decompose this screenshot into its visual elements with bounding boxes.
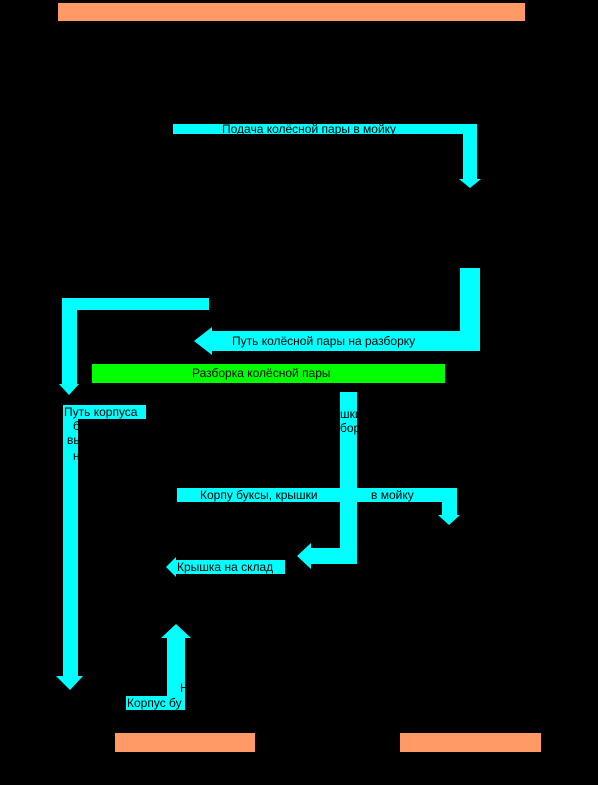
left-label-bg — [63, 405, 146, 419]
label-housing-cover-right: в мойку — [371, 488, 414, 502]
arrow-housing-cover-left — [177, 488, 340, 502]
arrow-left-down — [56, 420, 83, 690]
label-cover-to-storage: Крышка на склад — [177, 560, 273, 574]
arrow-cover-to-storage — [166, 557, 285, 577]
label-housing-fragment-1: Н — [180, 681, 189, 695]
label-path-to-disassembly: Путь колёсной пары на разборку — [232, 334, 415, 348]
arrow-feed-to-wash — [173, 124, 481, 188]
cover-fragment-bg — [340, 405, 357, 435]
housing-label-bg — [126, 696, 185, 710]
arrow-housing-cover-right — [357, 488, 460, 525]
label-feed-to-wash: Подача колёсной пары в мойку — [222, 122, 396, 136]
label-axlebox-path-3: вь — [67, 433, 80, 447]
bottom-box-left — [115, 733, 255, 752]
label-housing-fragment-2: Корпус бу — [127, 696, 182, 710]
left-label-bg-2 — [63, 419, 78, 463]
disassembly-box — [92, 364, 445, 383]
label-cover-fragment-1: шки — [340, 407, 362, 421]
label-cover-fragment-2: борк — [340, 421, 366, 435]
label-housing-cover-left: Корпу буксы, крышки — [200, 488, 318, 502]
label-axlebox-path-1: Путь корпуса — [64, 405, 138, 419]
arrow-cover-path — [297, 392, 357, 569]
label-disassembly: Разборка колёсной пары — [192, 366, 331, 380]
label-axlebox-path-2: б — [73, 419, 80, 433]
arrow-left-loop — [59, 298, 209, 395]
bottom-box-right — [400, 733, 541, 752]
label-axlebox-path-4: н — [73, 449, 80, 463]
top-box — [58, 3, 525, 21]
arrow-housing-up — [161, 624, 191, 710]
arrow-path-to-disassembly — [194, 268, 480, 355]
